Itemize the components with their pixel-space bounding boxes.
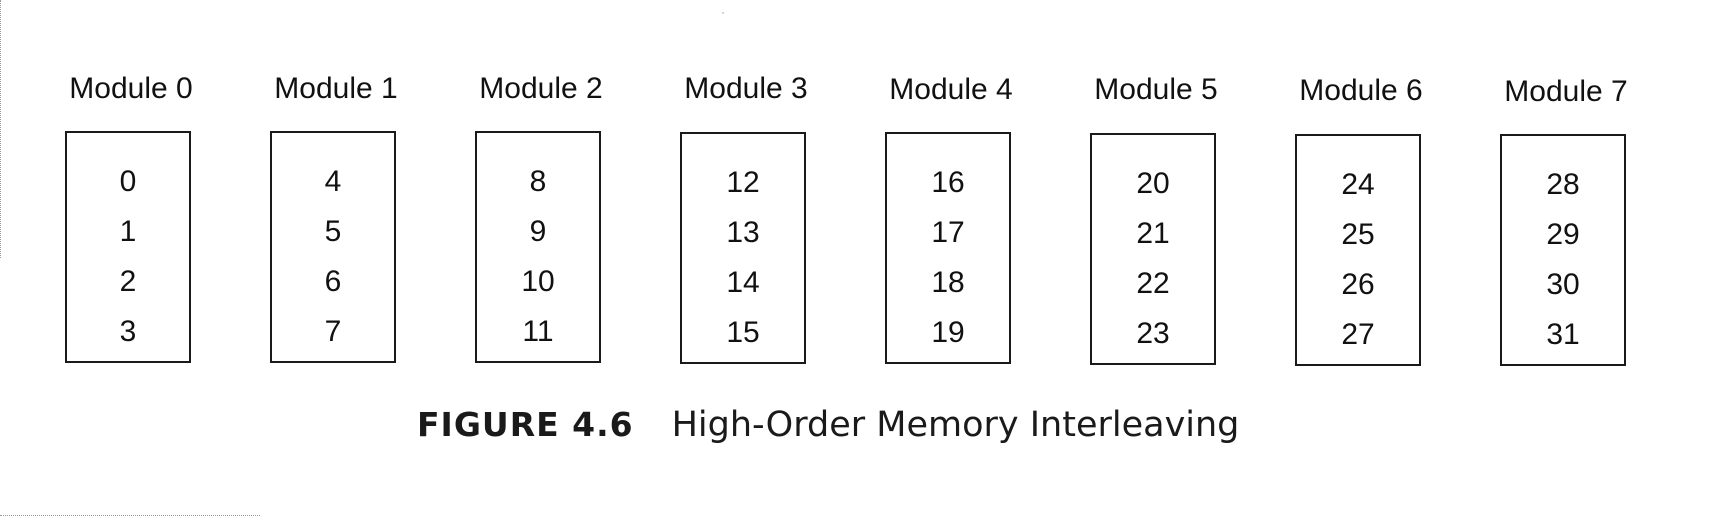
- figure-caption: FIGURE 4.6 High-Order Memory Interleaving: [417, 402, 1239, 447]
- memory-module: 24 25 26 27: [1295, 134, 1421, 366]
- module-label: Module 4: [889, 73, 1013, 106]
- address-cell: 11: [522, 315, 554, 348]
- memory-module: 12 13 14 15: [680, 132, 806, 364]
- address-cell: 7: [324, 315, 342, 348]
- figure-number: FIGURE 4.6: [417, 405, 634, 444]
- address-cell: 12: [726, 166, 760, 199]
- scan-edge-bottom: [0, 515, 260, 516]
- figure-title: High-Order Memory Interleaving: [671, 405, 1240, 445]
- address-cell: 10: [521, 265, 555, 298]
- address-cell: 28: [1546, 168, 1580, 201]
- address-cell: 5: [324, 215, 342, 248]
- address-cell: 18: [931, 266, 965, 299]
- address-cell: 4: [324, 165, 342, 198]
- address-cell: 3: [119, 315, 137, 348]
- address-cell: 26: [1341, 268, 1375, 301]
- module-label: Module 7: [1504, 75, 1628, 108]
- address-cell: 29: [1546, 218, 1580, 251]
- address-cell: 19: [931, 316, 965, 349]
- address-cell: 21: [1136, 217, 1170, 250]
- address-cell: 17: [931, 216, 965, 249]
- memory-module: 8 9 10 11: [475, 131, 601, 363]
- address-cell: 13: [726, 216, 760, 249]
- address-cell: 25: [1341, 218, 1375, 251]
- address-cell: 8: [529, 165, 547, 198]
- address-cell: 22: [1136, 267, 1170, 300]
- address-cell: 20: [1136, 167, 1170, 200]
- memory-module: 0 1 2 3: [65, 131, 191, 363]
- module-label: Module 2: [479, 72, 603, 105]
- address-cell: 15: [726, 316, 760, 349]
- module-label: Module 6: [1299, 74, 1423, 107]
- address-cell: 2: [119, 265, 137, 298]
- memory-module: 4 5 6 7: [270, 131, 396, 363]
- memory-module: 20 21 22 23: [1090, 133, 1216, 365]
- address-cell: 16: [931, 166, 965, 199]
- address-cell: 31: [1546, 318, 1580, 351]
- scan-edge-left: [0, 0, 1, 258]
- address-cell: 0: [119, 165, 137, 198]
- address-cell: 14: [726, 266, 760, 299]
- address-cell: 6: [324, 265, 342, 298]
- address-cell: 23: [1136, 317, 1170, 350]
- address-cell: 24: [1341, 168, 1375, 201]
- module-label: Module 0: [69, 72, 193, 105]
- address-cell: 9: [529, 215, 547, 248]
- address-cell: 1: [119, 215, 137, 248]
- memory-module: 28 29 30 31: [1500, 134, 1626, 366]
- module-label: Module 1: [274, 72, 398, 105]
- address-cell: 27: [1341, 318, 1375, 351]
- memory-module: 16 17 18 19: [885, 132, 1011, 364]
- scan-speck: [722, 12, 724, 14]
- module-label: Module 5: [1094, 73, 1218, 106]
- module-label: Module 3: [684, 72, 808, 105]
- address-cell: 30: [1546, 268, 1580, 301]
